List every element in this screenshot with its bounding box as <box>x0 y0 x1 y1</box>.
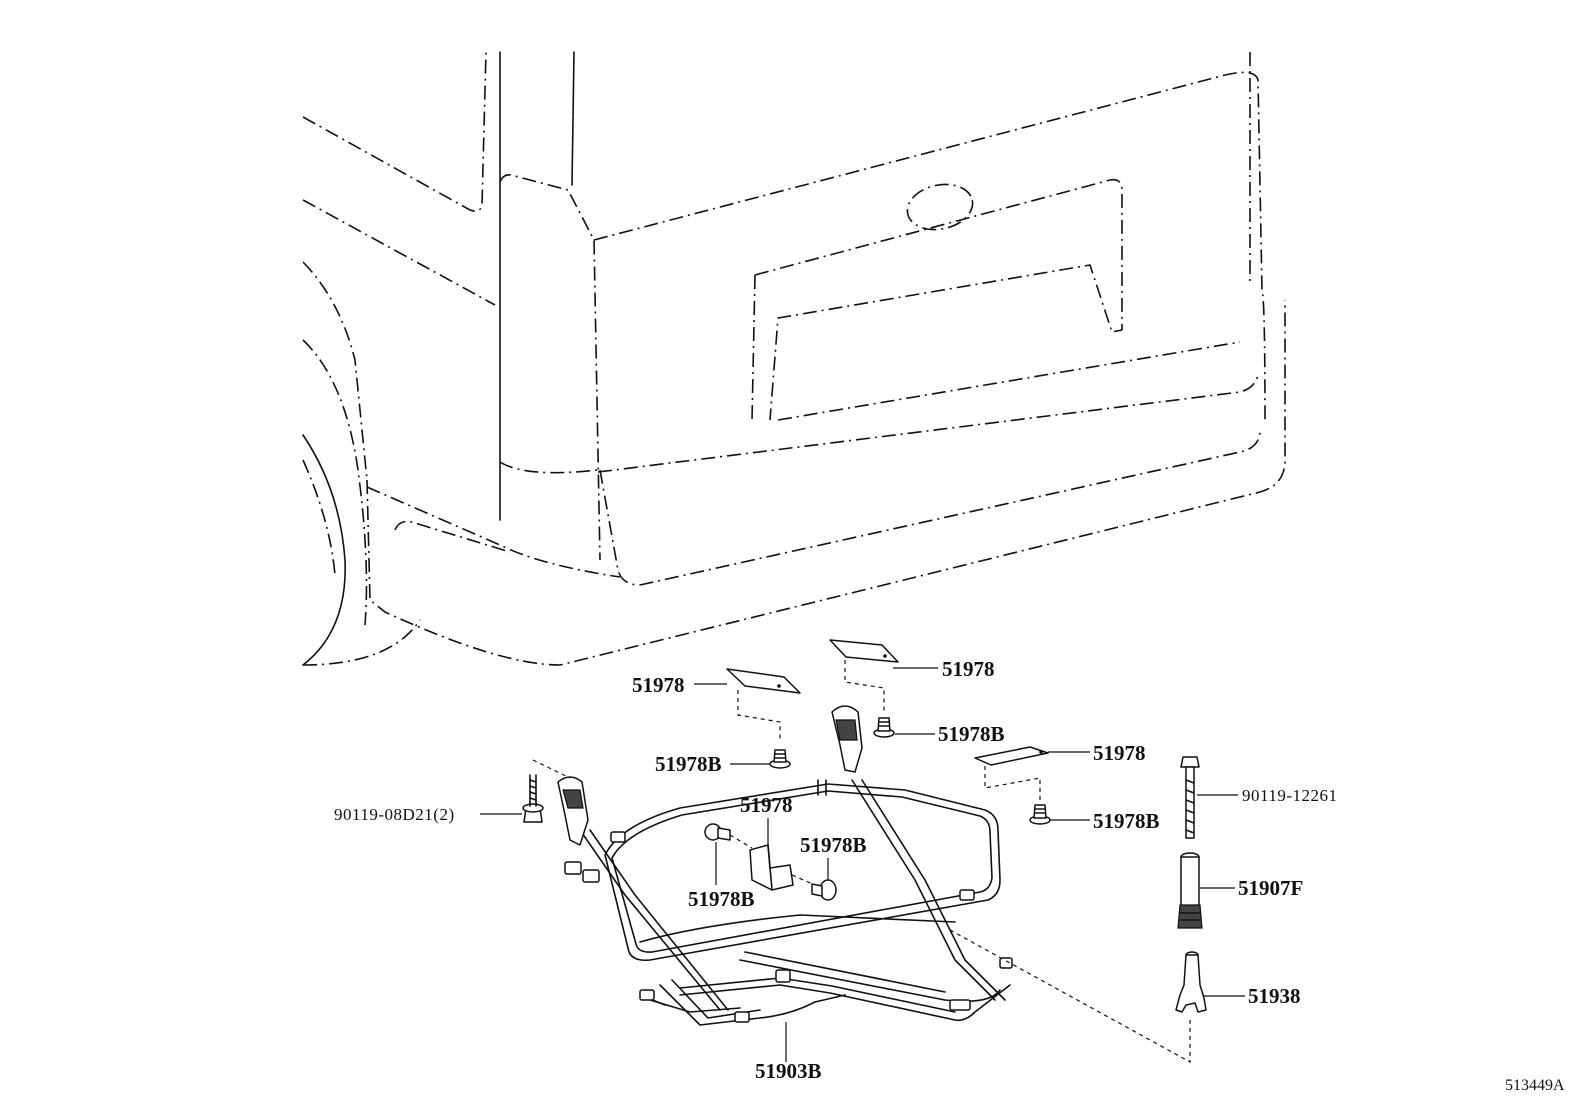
spare-tire-carrier <box>557 705 1013 1026</box>
label-clip-top-left: 51978B <box>655 752 722 776</box>
label-bracket-right: 51978 <box>1093 741 1146 765</box>
label-pipe: 51907F <box>1238 876 1303 900</box>
clip-51978b-top-left <box>769 749 791 769</box>
label-carrier: 51903B <box>755 1059 822 1083</box>
handle-51938 <box>1175 951 1207 1013</box>
bracket-51978-top-left <box>726 668 801 742</box>
label-bolt-right: 90119-12261 <box>1242 786 1338 805</box>
label-clip-right: 51978B <box>1093 809 1160 833</box>
assembly-line <box>949 929 1191 1064</box>
clip-51978b-right <box>1029 804 1051 825</box>
label-bolt-left: 90119-08D21(2) <box>334 805 455 824</box>
figure-code: 513449A <box>1505 1077 1565 1094</box>
label-handle: 51938 <box>1248 984 1301 1008</box>
label-bracket-top-right: 51978 <box>942 657 995 681</box>
label-clip-center-left: 51978B <box>688 887 755 911</box>
clip-51978b-center-right <box>811 879 837 901</box>
part-labels: 51978 51978 51978B 51978B 51978 51978B 9… <box>334 657 1565 1094</box>
bracket-51978-center <box>729 834 816 891</box>
leader-lines <box>480 667 1245 1062</box>
clip-51978b-top-right <box>873 717 895 738</box>
bolt-90119-12261 <box>1180 756 1200 839</box>
label-bracket-top-left: 51978 <box>632 673 685 697</box>
bracket-51978-right <box>974 746 1049 800</box>
label-clip-top-right: 51978B <box>938 722 1005 746</box>
vehicle-rear-outline <box>302 51 1286 666</box>
label-bracket-center: 51978 <box>740 793 793 817</box>
pipe-51907f <box>1177 852 1203 929</box>
label-clip-center-right: 51978B <box>800 833 867 857</box>
bracket-51978-top-right <box>829 639 899 712</box>
clip-51978b-center-left <box>704 823 731 841</box>
bolt-90119-08d21 <box>522 759 571 823</box>
